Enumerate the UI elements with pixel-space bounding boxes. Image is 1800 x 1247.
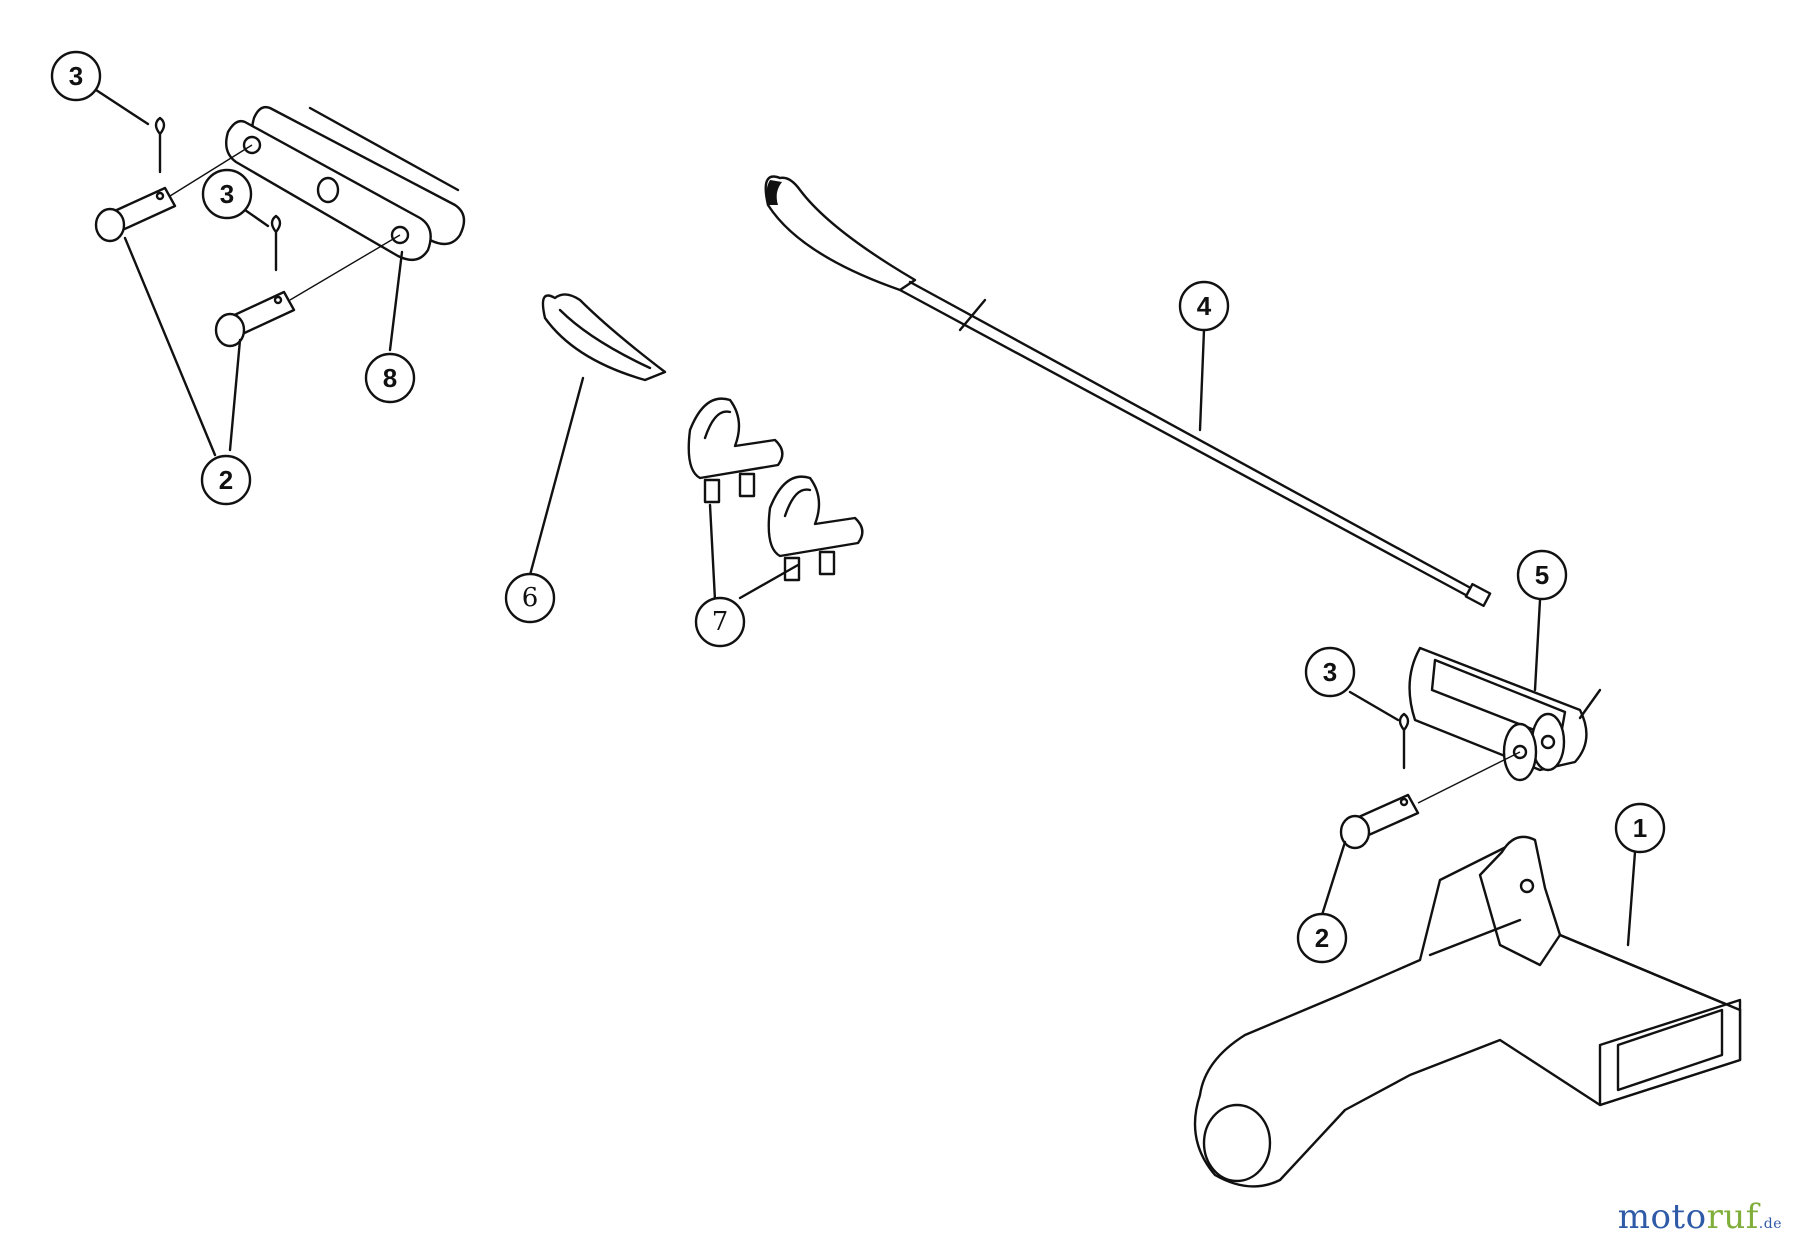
leader-lines [91, 86, 1637, 947]
callout-label: 5 [1535, 560, 1549, 590]
callout-label: 3 [69, 61, 83, 91]
part-3-cotter-pin-a [154, 116, 166, 174]
part-3-cotter-pin-c [1398, 712, 1410, 770]
watermark-brand-b: ruf [1706, 1197, 1759, 1237]
part-3-cotter-pin-b [270, 214, 282, 272]
callout-4: 4 [1178, 280, 1230, 332]
callout-3-right: 3 [1304, 646, 1356, 698]
callout-label: 3 [220, 179, 234, 209]
callout-label: 6 [522, 583, 539, 613]
part-2-clevis-pin-right [1339, 751, 1521, 850]
callout-label: 7 [712, 607, 729, 637]
callout-2-left: 2 [200, 454, 252, 506]
callout-label: 1 [1633, 813, 1647, 843]
part-6-thimble [541, 293, 667, 382]
callout-2-right: 2 [1296, 912, 1348, 964]
part-7-wire-rope-clip-upper [687, 397, 784, 504]
callout-1: 1 [1614, 802, 1666, 854]
callout-3-upper-mid: 3 [201, 168, 253, 220]
callout-label: 2 [1315, 923, 1329, 953]
callout-7: 7 [694, 596, 746, 648]
part-2-clevis-pin-lower [214, 234, 401, 348]
watermark-suffix: .de [1758, 1216, 1782, 1232]
callout-label: 4 [1197, 291, 1212, 321]
part-7-wire-rope-clip-lower [767, 475, 864, 582]
part-1-hitch-body [1193, 835, 1742, 1188]
part-8-clevis-bracket [225, 105, 466, 262]
part-2-clevis-pin-upper [94, 144, 253, 243]
part-5-clevis [1408, 646, 1602, 782]
callout-label: 3 [1323, 657, 1337, 687]
part-4-wire-rope [764, 175, 1492, 608]
callout-5: 5 [1516, 549, 1568, 601]
callout-label: 2 [219, 465, 233, 495]
callout-8: 8 [364, 352, 416, 404]
watermark-logo: motoruf.de [1618, 1197, 1782, 1237]
watermark-brand-a: moto [1617, 1197, 1707, 1237]
callout-6: 6 [504, 572, 556, 624]
callout-3-top-left: 3 [50, 50, 102, 102]
callout-label: 8 [383, 363, 397, 393]
